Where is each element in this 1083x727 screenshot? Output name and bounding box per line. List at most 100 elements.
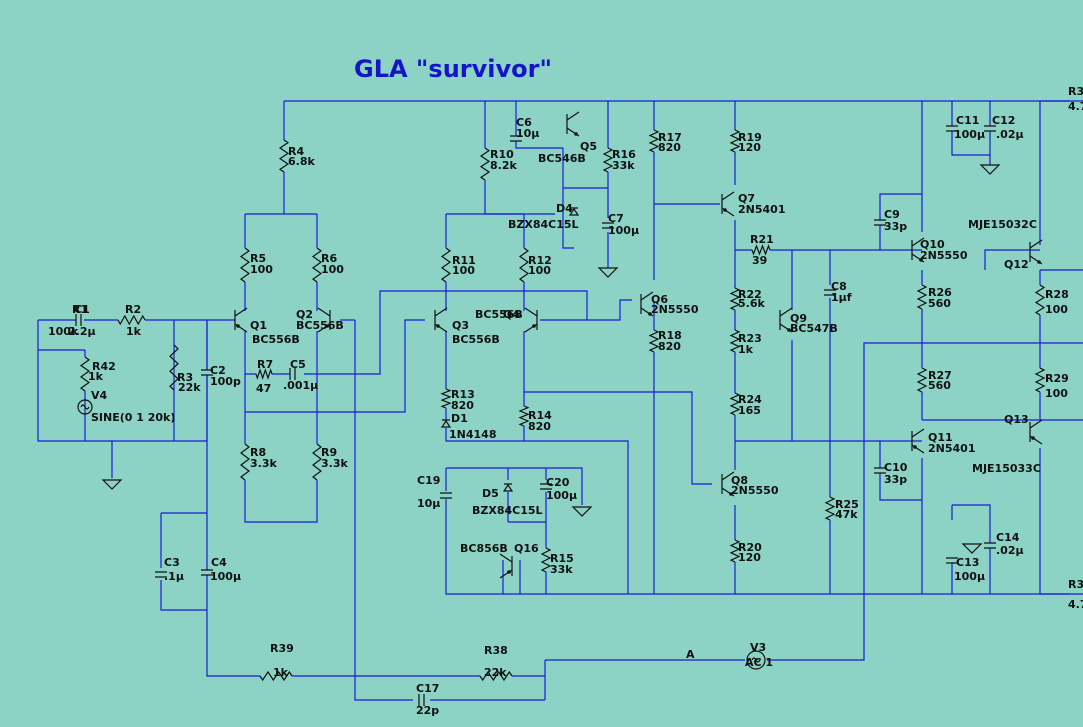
diode-symbol — [502, 483, 514, 492]
component-ref-label: C5 — [290, 358, 306, 371]
capacitor-symbol — [201, 569, 213, 576]
wire-segment — [38, 319, 235, 441]
wire-segment — [244, 213, 318, 311]
resistor-symbol — [1034, 367, 1046, 393]
capacitor-gap — [290, 368, 295, 380]
resistor-symbol — [1034, 284, 1046, 316]
transistor-arrow — [325, 324, 329, 328]
component-ref-label: C2 — [210, 364, 226, 377]
component-ref-label: R3 — [1068, 85, 1083, 98]
capacitor-symbol — [946, 557, 958, 564]
component-ref-label: Q1 — [250, 319, 267, 332]
component-value-label: 6.8k — [288, 155, 315, 168]
wire-segment — [1040, 269, 1083, 421]
resistor-symbol — [648, 129, 660, 153]
capacitor-symbol — [155, 571, 167, 578]
component-value-label: 22k — [178, 381, 201, 394]
wire-segment — [446, 467, 583, 522]
component-value-label: 5.6k — [738, 297, 765, 310]
resistor-symbol — [824, 496, 836, 521]
component-value-label: 165 — [738, 404, 761, 417]
component-value-label: 1N4148 — [449, 428, 496, 441]
component-ref-label: R21 — [750, 233, 774, 246]
resistor-symbol — [729, 329, 741, 353]
component-ref-label: R12 — [528, 254, 552, 267]
component-value-label: 100p — [210, 375, 241, 388]
component-value-label: 2N5550 — [651, 303, 699, 316]
wire-segment — [515, 101, 609, 268]
component-ref-label: C13 — [956, 556, 979, 569]
component-ref-label: R29 — [1045, 372, 1069, 385]
wire-segment — [735, 250, 922, 442]
transistor-leads — [499, 553, 513, 579]
capacitor-symbol — [510, 135, 522, 142]
wire-segment — [317, 290, 588, 375]
capacitor-symbol — [418, 694, 425, 706]
capacitor-gap — [984, 126, 996, 131]
component-ref-label: R15 — [550, 552, 574, 565]
component-ref-label: R8 — [250, 446, 266, 459]
component-value-label: 47k — [835, 508, 858, 521]
transistor-arrow — [913, 445, 917, 449]
component-value-label: BC556B — [252, 333, 300, 346]
component-ref-label: R1 — [72, 303, 88, 316]
component-value-label: 100µ — [608, 224, 639, 237]
component-value-label: 2N5401 — [738, 203, 785, 216]
resistor-symbol — [916, 284, 928, 310]
capacitor-gap — [201, 570, 213, 575]
component-value-label: 100 — [321, 263, 344, 276]
component-ref-label: C7 — [608, 212, 624, 225]
component-ref-label: C12 — [992, 114, 1015, 127]
component-value-label: 4.7 — [1068, 100, 1083, 113]
component-ref-label: R14 — [528, 409, 552, 422]
resistor-symbol — [540, 547, 552, 573]
component-value-label: 33k — [550, 563, 573, 576]
transistor-leads — [1029, 419, 1043, 445]
wire-segment — [524, 391, 712, 485]
component-ref-label: C1 — [74, 303, 90, 316]
component-ref-label: D5 — [482, 487, 499, 500]
component-ref-label: Q6 — [651, 293, 668, 306]
component-ref-label: R3 — [177, 371, 193, 384]
component-ref-label: C9 — [884, 208, 900, 221]
capacitor-symbol — [874, 219, 886, 226]
resistor-symbol — [916, 367, 928, 393]
resistor-symbol — [311, 247, 323, 283]
component-ref-label: Q2 — [296, 308, 313, 321]
component-ref-label: R22 — [738, 288, 762, 301]
component-ref-label: Q12 — [1004, 258, 1029, 271]
resistor-symbol — [602, 147, 614, 173]
component-ref-label: R7 — [257, 358, 273, 371]
component-value-label: .02µ — [996, 544, 1024, 557]
component-labels: R1100kR421kC12.2µR21kR322kC2100pV4SINE(0… — [48, 85, 1083, 717]
component-ref-label: C4 — [211, 556, 227, 569]
component-ref-label: C3 — [164, 556, 180, 569]
ground-icon — [961, 543, 983, 554]
ground-icon — [979, 164, 1001, 175]
wire-segment — [445, 468, 1070, 595]
component-value-label: 1k — [738, 343, 754, 356]
wire-segment — [1040, 100, 1083, 595]
schematic-title: GLA "survivor" — [354, 55, 552, 83]
resistor-symbol — [479, 147, 491, 181]
component-value-label: 1k — [88, 370, 104, 383]
resistor-symbol — [518, 247, 530, 283]
capacitor-gap — [440, 493, 452, 498]
capacitor-gap — [419, 694, 424, 706]
component-value-label: 820 — [658, 141, 681, 154]
component-value-label: MJE15033C — [972, 462, 1041, 475]
component-ref-label: R28 — [1045, 288, 1069, 301]
wire-segment — [951, 504, 991, 594]
wire-segment — [160, 512, 207, 611]
component-symbols — [75, 111, 1046, 706]
component-ref-label: Q16 — [514, 542, 539, 555]
component-value-label: 1k — [273, 666, 289, 679]
transistor-arrow — [507, 570, 511, 574]
component-value-label: 3.3k — [321, 457, 348, 470]
resistor-symbol — [278, 139, 290, 173]
component-value-label: 1µf — [831, 291, 852, 304]
resistor-symbol — [240, 443, 250, 481]
component-value-label: 4.7 — [1068, 598, 1083, 611]
capacitor-gap — [510, 136, 522, 141]
resistor-symbol — [729, 392, 741, 416]
